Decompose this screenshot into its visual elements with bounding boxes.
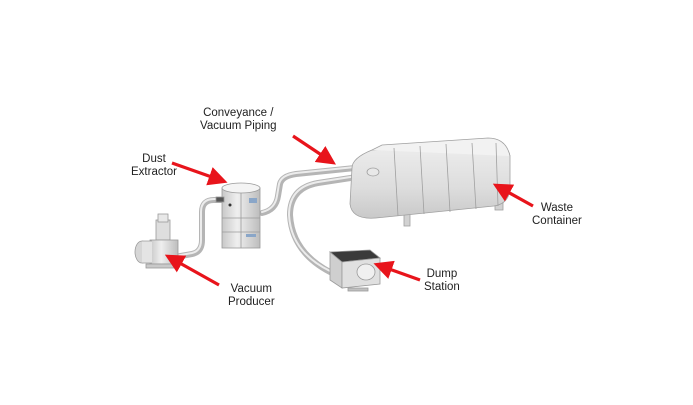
dump-station-illustration [328,249,382,292]
label-conveyance: Conveyance / Vacuum Piping [200,107,277,133]
label-waste-container: Waste Container [532,202,582,228]
label-line: Dust [142,153,166,165]
label-line: Conveyance / [203,107,274,119]
vacuum-producer-illustration [134,213,179,269]
arrow-dump-station [373,260,421,282]
label-vacuum-producer: Vacuum Producer [228,283,275,309]
arrow-waste-container [492,183,534,208]
dust-extractor-illustration [215,182,261,249]
label-line: Vacuum Piping [200,120,277,132]
label-line: Producer [228,296,275,308]
label-line: Dump [426,268,458,280]
label-line: Waste [540,202,574,214]
label-line: Container [532,215,582,227]
waste-container-illustration [349,137,511,227]
label-line: Extractor [131,166,178,178]
arrow-dust-extractor [171,161,228,186]
arrow-conveyance [292,134,336,165]
annotation-arrows [164,134,534,287]
label-dump-station: Dump Station [424,268,460,294]
pipe-extractor-to-container [259,165,358,216]
arrow-vacuum-producer [164,254,220,287]
label-line: Vacuum [230,283,272,295]
label-line: Station [424,281,460,293]
label-dust-extractor: Dust Extractor [131,153,177,179]
